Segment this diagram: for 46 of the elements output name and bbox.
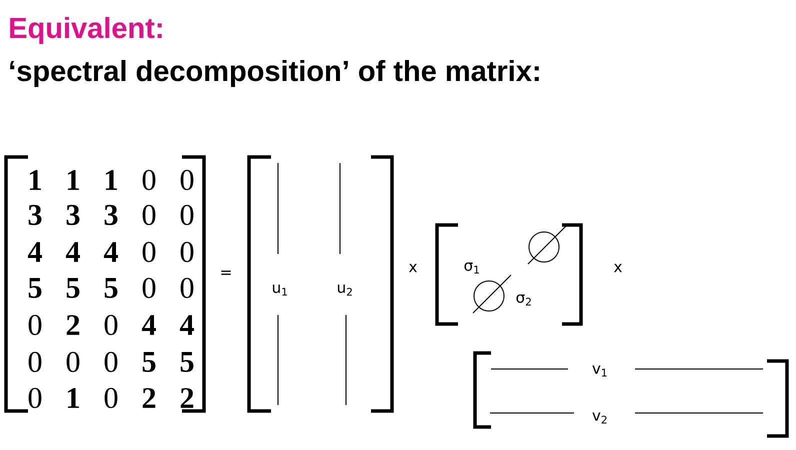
matrix-entry: 1 [30,170,41,190]
singular-value: σ$_{2}$ [516,294,531,306]
matrix-entry: 0 [142,170,156,190]
title: Equivalent: [10,16,162,44]
matrix-entry: 1 [68,388,79,408]
matrix-entry: 3 [28,204,42,226]
matrix-entry: 0 [28,352,42,372]
matrix-entry: 0 [104,314,118,336]
matrix-entry: 4 [66,242,80,262]
matrix-entry: 0 [142,278,156,298]
heading: ‘spectral decomposition’ of the matrix: [10,60,539,87]
matrix-entry: 1 [68,170,79,190]
matrix-entry: 0 [142,204,156,226]
vector-label: u$_{1}$ [272,284,287,296]
vector-label: v$_{1}$ [592,366,607,376]
matrix-entry: 1 [106,170,117,190]
matrix-entry: 0 [104,352,118,372]
matrix-entry: 5 [66,278,80,298]
matrix-entry: 2 [66,315,80,335]
singular-value: σ$_{1}$ [464,262,479,274]
matrix-entry: 5 [28,278,42,298]
matrix-entry: 5 [180,352,194,372]
matrix-entry: 0 [180,242,194,262]
times-sign: x [614,264,622,272]
matrix-entry: 3 [66,204,80,226]
matrix-entry: 0 [180,204,194,226]
matrix-entry: 0 [28,314,42,336]
matrix-entry: 3 [104,204,118,226]
matrix-entry: 2 [180,388,194,408]
matrix-entry: 0 [142,242,156,262]
matrix-entry: 0 [66,352,80,372]
matrix-entry: 4 [28,242,42,262]
matrix-entry: 0 [180,170,194,190]
equals-sign: = [221,270,231,275]
matrix-entry: 5 [104,278,118,298]
matrix-entry: 5 [142,352,156,372]
vector-label: u$_{2}$ [338,284,352,296]
matrix-entry: 0 [28,388,42,408]
matrix-entry: 4 [180,315,194,335]
vector-label: v$_{2}$ [592,412,606,424]
matrix-entry: 2 [142,388,156,408]
times-sign: x [409,264,417,272]
matrix-entry: 0 [104,388,118,408]
matrix-entry: 4 [104,242,118,262]
matrix-entry: 0 [180,278,194,298]
matrix-entry: 4 [142,315,156,335]
